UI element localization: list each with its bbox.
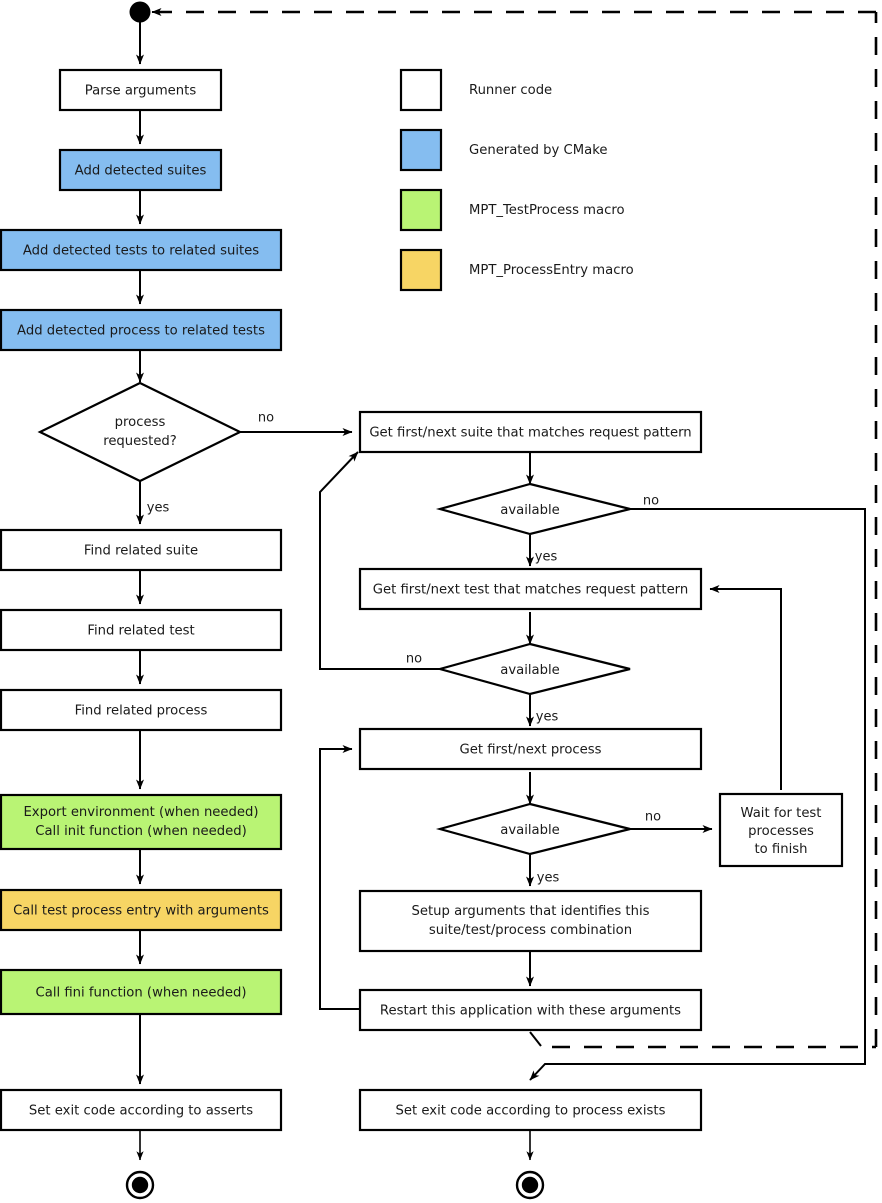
edge-label-available1-no: no: [643, 494, 659, 509]
legend: Runner code Generated by CMake MPT_TestP…: [399, 68, 634, 292]
node-restart-application-label: Restart this application with these argu…: [380, 1004, 681, 1019]
edge-available2-no-loop-to-getsuite: [319, 451, 440, 670]
edge-available1-no-to-setexitprocess: [529, 508, 866, 1081]
node-setup-arguments-label-line2: suite/test/process combination: [429, 923, 632, 938]
node-find-related-test[interactable]: Find related test: [0, 608, 283, 652]
node-setup-arguments[interactable]: Setup arguments that identifies this sui…: [358, 889, 703, 953]
node-wait-for-tests[interactable]: Wait for test processes to finish: [718, 792, 844, 868]
end-node-right: [515, 1170, 545, 1200]
node-parse-arguments-label: Parse arguments: [85, 84, 197, 99]
end-node-left: [125, 1170, 155, 1200]
edge-restart-stub: [529, 1031, 542, 1047]
legend-item-runner-code: Runner code: [399, 68, 552, 112]
node-process-requested-decision[interactable]: process requested?: [37, 381, 243, 483]
legend-label-generated-by-cmake: Generated by CMake: [469, 143, 607, 158]
node-set-exit-code-process[interactable]: Set exit code according to process exist…: [358, 1088, 703, 1132]
node-find-related-suite[interactable]: Find related suite: [0, 528, 283, 572]
node-set-exit-code-process-label: Set exit code according to process exist…: [396, 1104, 666, 1119]
node-call-fini-function-label: Call fini function (when needed): [36, 986, 247, 1001]
legend-item-generated-by-cmake: Generated by CMake: [399, 128, 607, 172]
node-find-related-suite-label: Find related suite: [84, 544, 198, 559]
node-process-requested-label-line1: process: [115, 415, 166, 430]
node-get-next-process[interactable]: Get first/next process: [358, 727, 703, 771]
node-export-environment-label-line1: Export environment (when needed): [23, 805, 258, 820]
node-export-environment-label-line2: Call init function (when needed): [35, 824, 246, 839]
node-get-next-suite[interactable]: Get first/next suite that matches reques…: [358, 410, 703, 454]
node-test-available-label: available: [500, 663, 560, 678]
legend-label-processentry-macro: MPT_ProcessEntry macro: [469, 263, 634, 278]
edge-label-available2-yes: yes: [536, 710, 559, 725]
node-call-test-process-entry[interactable]: Call test process entry with arguments: [0, 888, 283, 932]
node-add-detected-suites-label: Add detected suites: [75, 164, 207, 179]
node-suite-available-decision[interactable]: available: [435, 482, 631, 536]
node-get-next-test-label: Get first/next test that matches request…: [373, 583, 688, 598]
edge-label-available3-yes: yes: [537, 871, 560, 886]
node-wait-for-tests-label-line3: to finish: [755, 842, 808, 857]
legend-item-testprocess-macro: MPT_TestProcess macro: [399, 188, 625, 232]
node-restart-application[interactable]: Restart this application with these argu…: [358, 988, 703, 1032]
node-test-available-decision[interactable]: available: [435, 642, 631, 696]
legend-label-testprocess-macro: MPT_TestProcess macro: [469, 203, 625, 218]
legend-label-runner-code: Runner code: [469, 83, 552, 98]
legend-swatch-white: [399, 68, 443, 112]
node-get-next-suite-label: Get first/next suite that matches reques…: [369, 426, 691, 441]
legend-swatch-green: [399, 188, 443, 232]
edge-label-available3-no: no: [645, 810, 661, 825]
node-add-detected-tests-label: Add detected tests to related suites: [23, 244, 259, 259]
node-set-exit-code-asserts-label: Set exit code according to asserts: [29, 1104, 253, 1119]
node-add-detected-process-label: Add detected process to related tests: [17, 324, 265, 339]
edge-label-available2-no: no: [406, 652, 422, 667]
node-export-environment[interactable]: Export environment (when needed) Call in…: [0, 793, 283, 851]
legend-swatch-blue: [399, 128, 443, 172]
node-get-next-test[interactable]: Get first/next test that matches request…: [358, 567, 703, 611]
start-node: [129, 1, 151, 23]
node-suite-available-label: available: [500, 503, 560, 518]
edge-label-decision-yes: yes: [147, 501, 170, 516]
node-process-requested-label-line2: requested?: [103, 434, 177, 449]
node-call-test-process-entry-label: Call test process entry with arguments: [13, 904, 269, 919]
edge-label-available1-yes: yes: [535, 550, 558, 565]
node-find-related-process[interactable]: Find related process: [0, 688, 283, 732]
node-set-exit-code-asserts[interactable]: Set exit code according to asserts: [0, 1088, 283, 1132]
node-find-related-test-label: Find related test: [87, 624, 194, 639]
node-parse-arguments[interactable]: Parse arguments: [58, 68, 223, 112]
node-process-available-label: available: [500, 823, 560, 838]
node-add-detected-process[interactable]: Add detected process to related tests: [0, 308, 283, 352]
node-add-detected-suites[interactable]: Add detected suites: [58, 148, 223, 192]
node-setup-arguments-label-line1: Setup arguments that identifies this: [412, 904, 650, 919]
edge-wait-back-to-gettest: [709, 585, 782, 790]
legend-swatch-amber: [399, 248, 443, 292]
node-call-fini-function[interactable]: Call fini function (when needed): [0, 968, 283, 1016]
node-add-detected-tests[interactable]: Add detected tests to related suites: [0, 228, 283, 272]
node-find-related-process-label: Find related process: [75, 704, 208, 719]
node-process-available-decision[interactable]: available: [435, 802, 631, 856]
edge-label-decision-no: no: [258, 411, 274, 426]
node-wait-for-tests-label-line2: processes: [748, 824, 814, 839]
edge-restart-loop-to-getprocess: [319, 745, 360, 1010]
node-wait-for-tests-label-line1: Wait for test: [741, 806, 822, 821]
node-get-next-process-label: Get first/next process: [460, 743, 602, 758]
legend-item-processentry-macro: MPT_ProcessEntry macro: [399, 248, 634, 292]
